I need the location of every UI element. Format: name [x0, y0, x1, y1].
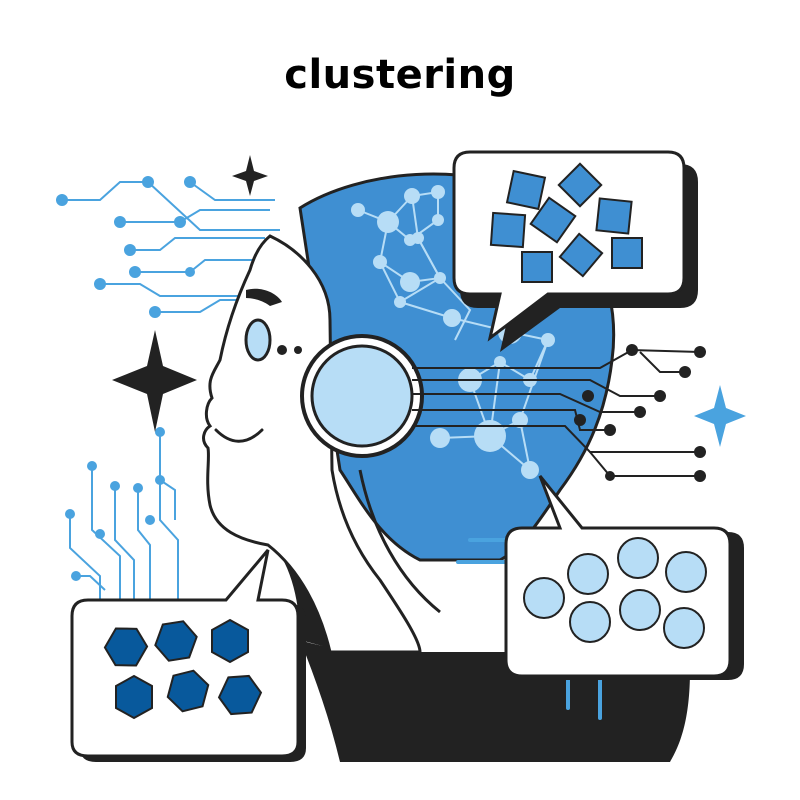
eyebrow	[246, 288, 282, 306]
small-sparkle-icon	[232, 155, 268, 196]
left-circuit-nodes	[56, 176, 196, 581]
large-sparkle-icon	[112, 330, 197, 432]
cluster-hexagons	[103, 618, 263, 720]
page-title: clustering	[284, 52, 516, 98]
cluster-squares	[489, 162, 643, 283]
speech-bubble-squares	[452, 150, 698, 352]
robot-eye	[244, 318, 272, 362]
neck-line	[358, 469, 441, 614]
speech-bubble-hexagons	[70, 549, 306, 762]
face-dots	[277, 345, 302, 355]
left-circuit-traces	[62, 181, 280, 600]
speech-bubble-circles	[504, 475, 744, 680]
neural-nodes	[351, 185, 555, 479]
face-smile	[214, 428, 264, 443]
cluster-circles	[523, 537, 707, 649]
right-circuit-traces	[412, 348, 701, 477]
ear-disc-inner	[310, 344, 414, 448]
right-circuit-nodes	[574, 344, 706, 482]
blue-sparkle-icon	[694, 385, 746, 447]
